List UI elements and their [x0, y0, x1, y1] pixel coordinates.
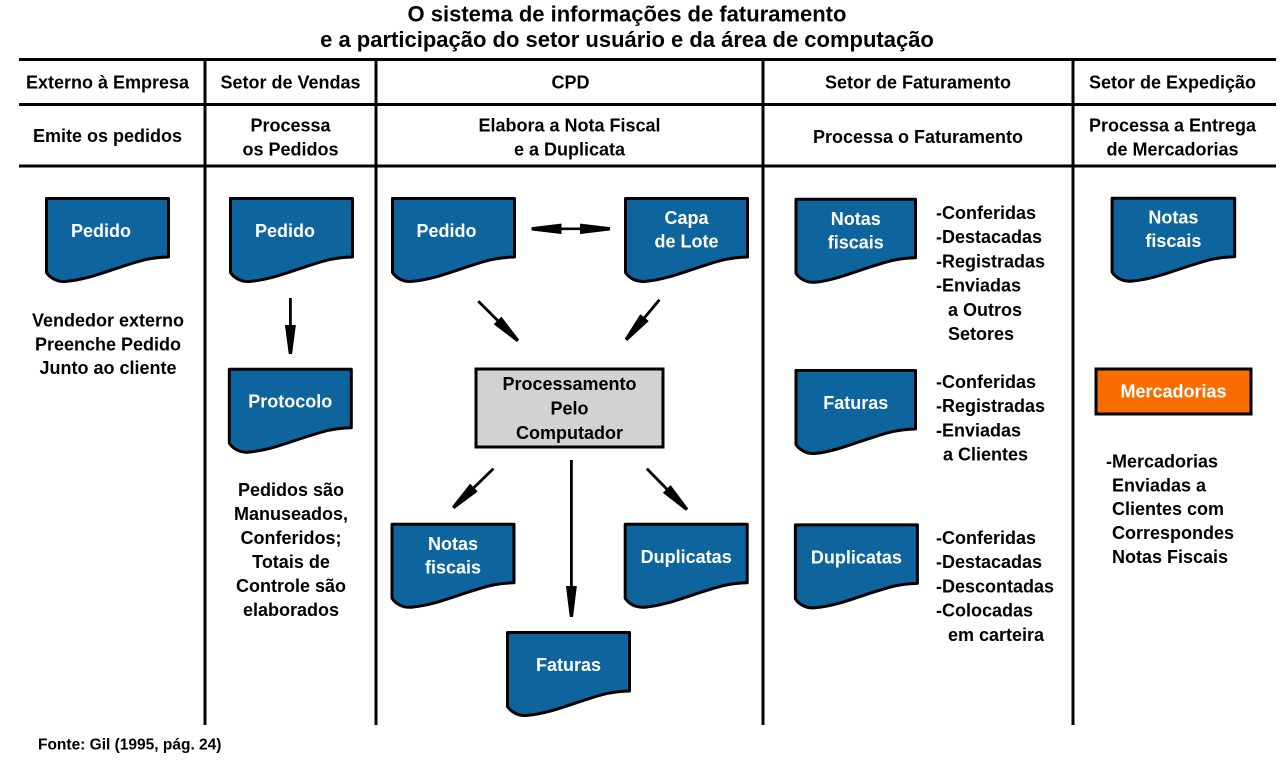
svg-text:Correspondes: Correspondes: [1112, 523, 1234, 543]
svg-text:Computador: Computador: [516, 423, 623, 443]
svg-text:-Colocadas: -Colocadas: [936, 601, 1033, 621]
svg-text:Protocolo: Protocolo: [248, 392, 332, 412]
svg-text:em carteira: em carteira: [948, 625, 1045, 645]
svg-text:Setores: Setores: [948, 324, 1014, 344]
svg-text:e a Duplicata: e a Duplicata: [514, 140, 626, 160]
svg-text:Pedidos são: Pedidos são: [238, 480, 344, 500]
svg-text:-Enviadas: -Enviadas: [936, 420, 1021, 440]
svg-text:Clientes com: Clientes com: [1112, 499, 1224, 519]
svg-text:fiscais: fiscais: [828, 232, 884, 252]
svg-text:Notas: Notas: [831, 209, 881, 229]
svg-text:Emite os pedidos: Emite os pedidos: [33, 126, 182, 146]
svg-text:Conferidos;: Conferidos;: [241, 528, 342, 548]
svg-text:Enviadas a: Enviadas a: [1112, 475, 1207, 495]
svg-text:Duplicatas: Duplicatas: [811, 547, 902, 567]
svg-text:-Registradas: -Registradas: [936, 251, 1045, 271]
svg-text:-Descontadas: -Descontadas: [936, 576, 1054, 596]
svg-text:Processa o Faturamento: Processa o Faturamento: [813, 127, 1023, 147]
svg-text:a Outros: a Outros: [948, 300, 1022, 320]
svg-text:Fonte: Gil (1995, pág. 24): Fonte: Gil (1995, pág. 24): [38, 737, 221, 754]
svg-text:Setor de Faturamento: Setor de Faturamento: [825, 73, 1011, 93]
svg-text:-Destacadas: -Destacadas: [936, 552, 1042, 572]
svg-text:Pedido: Pedido: [416, 221, 476, 241]
svg-text:de Lote: de Lote: [654, 232, 718, 252]
svg-text:O sistema de informações de fa: O sistema de informações de faturamento: [408, 2, 847, 27]
svg-text:Junto ao cliente: Junto ao cliente: [39, 358, 176, 378]
svg-text:Externo à Empresa: Externo à Empresa: [26, 73, 190, 93]
svg-text:os Pedidos: os Pedidos: [242, 140, 338, 160]
svg-text:Elabora a Nota Fiscal: Elabora a Nota Fiscal: [478, 116, 660, 136]
svg-text:de Mercadorias: de Mercadorias: [1106, 140, 1238, 160]
svg-text:-Destacadas: -Destacadas: [936, 227, 1042, 247]
svg-text:Preenche Pedido: Preenche Pedido: [35, 334, 181, 354]
svg-text:-Conferidas: -Conferidas: [936, 203, 1036, 223]
svg-text:Processa a Entrega: Processa a Entrega: [1089, 116, 1257, 136]
svg-text:-Conferidas: -Conferidas: [936, 372, 1036, 392]
svg-text:Totais de: Totais de: [252, 552, 330, 572]
svg-text:Notas: Notas: [1148, 208, 1198, 228]
svg-text:Setor de Expedição: Setor de Expedição: [1089, 73, 1256, 93]
svg-text:fiscais: fiscais: [425, 557, 481, 577]
svg-text:elaborados: elaborados: [243, 600, 339, 620]
svg-text:Processamento: Processamento: [502, 374, 636, 394]
svg-text:Processa: Processa: [250, 116, 331, 136]
svg-text:Vendedor externo: Vendedor externo: [32, 311, 184, 331]
svg-text:e a participação do setor usuá: e a participação do setor usuário e da á…: [320, 27, 934, 52]
svg-text:-Mercadorias: -Mercadorias: [1106, 452, 1218, 472]
svg-text:Mercadorias: Mercadorias: [1120, 382, 1226, 402]
svg-text:CPD: CPD: [551, 73, 589, 93]
svg-text:Notas: Notas: [428, 534, 478, 554]
svg-text:Pedido: Pedido: [71, 221, 131, 241]
svg-text:fiscais: fiscais: [1145, 231, 1201, 251]
svg-text:Capa: Capa: [664, 208, 709, 228]
svg-text:Pedido: Pedido: [255, 221, 315, 241]
svg-text:Notas Fiscais: Notas Fiscais: [1112, 547, 1228, 567]
svg-text:a Clientes: a Clientes: [943, 445, 1028, 465]
svg-text:-Conferidas: -Conferidas: [936, 528, 1036, 548]
svg-text:Pelo: Pelo: [550, 399, 588, 419]
svg-text:-Enviadas: -Enviadas: [936, 276, 1021, 296]
svg-text:Manuseados,: Manuseados,: [234, 504, 348, 524]
svg-text:Duplicatas: Duplicatas: [641, 547, 732, 567]
svg-text:Controle são: Controle são: [236, 576, 346, 596]
svg-text:Faturas: Faturas: [823, 393, 888, 413]
svg-text:Faturas: Faturas: [536, 655, 601, 675]
svg-text:-Registradas: -Registradas: [936, 396, 1045, 416]
svg-text:Setor de Vendas: Setor de Vendas: [220, 73, 360, 93]
